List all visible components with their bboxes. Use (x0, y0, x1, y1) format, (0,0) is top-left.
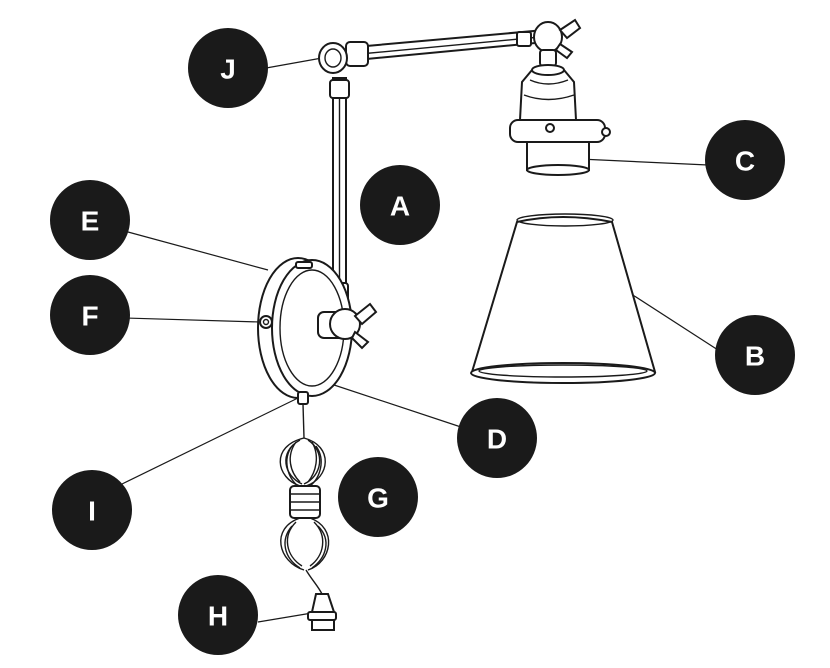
leader-i (121, 397, 299, 485)
badge-f-label: F (81, 301, 98, 332)
badge-i: I (52, 470, 132, 550)
badge-a: A (360, 165, 440, 245)
elbow-joint-icon (318, 41, 369, 74)
badge-e: E (50, 180, 130, 260)
badge-b-label: B (745, 341, 765, 372)
lamp-shade-icon (470, 213, 657, 384)
plug-icon (307, 593, 337, 631)
top-knuckle (533, 18, 582, 67)
badge-i-label: I (88, 496, 96, 527)
horizontal-arm (353, 28, 548, 62)
badge-a-label: A (390, 191, 410, 222)
leader-b (621, 287, 719, 351)
part-label-badges: A B C D E F G H (50, 28, 795, 655)
badge-g: G (338, 457, 418, 537)
badge-b: B (715, 315, 795, 395)
bulb-socket-icon (509, 64, 611, 176)
badge-c: C (705, 120, 785, 200)
badge-c-label: C (735, 146, 755, 177)
badge-h-label: H (208, 601, 228, 632)
badge-f: F (50, 275, 130, 355)
badge-e-label: E (81, 206, 100, 237)
leader-f (124, 317, 261, 323)
lower-knuckle (317, 302, 378, 350)
badge-j-label: J (220, 54, 236, 85)
cord-exit-icon (297, 391, 309, 405)
badge-d-label: D (487, 424, 507, 455)
power-cord-icon (279, 403, 330, 595)
leader-d (324, 381, 471, 431)
badge-g-label: G (367, 483, 389, 514)
badge-d: D (457, 398, 537, 478)
leader-e (127, 231, 269, 271)
badge-h: H (178, 575, 258, 655)
set-screw-icon (259, 315, 273, 329)
badge-j: J (188, 28, 268, 108)
